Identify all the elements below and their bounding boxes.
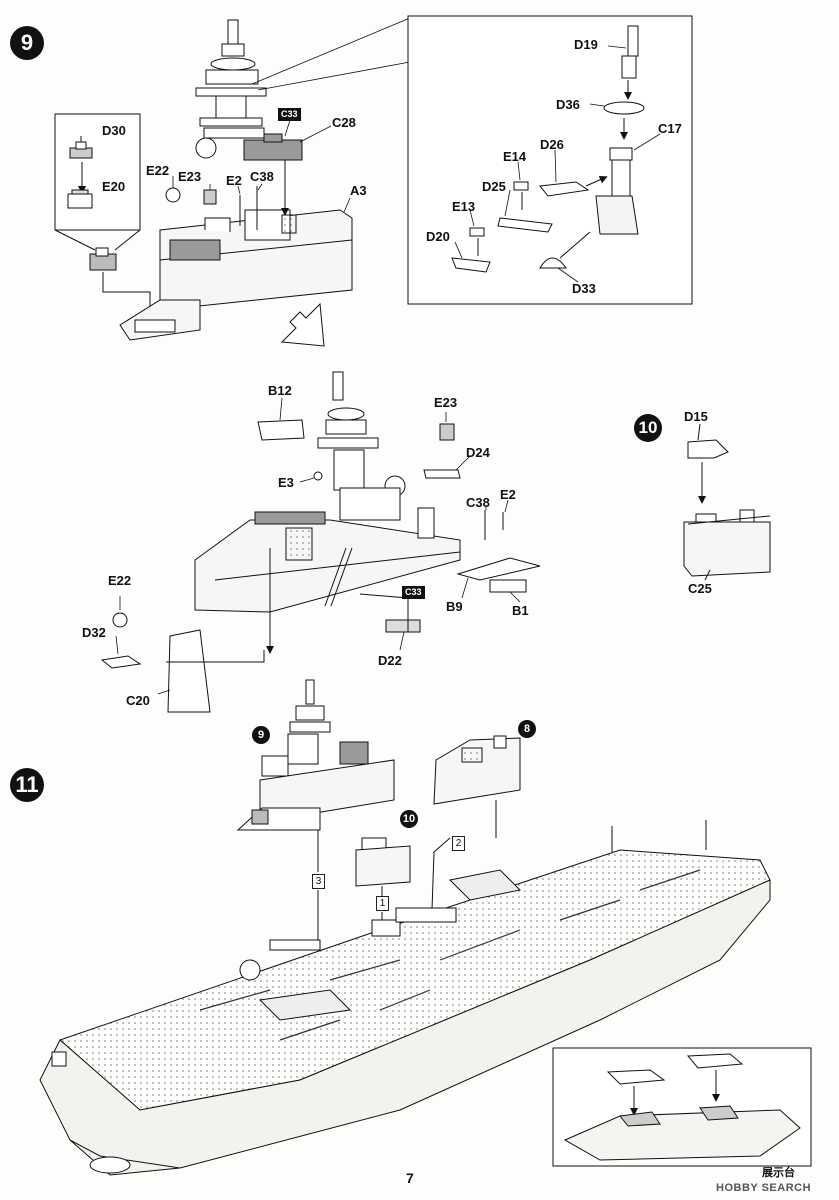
label-d32: D32	[82, 625, 106, 640]
label-d36: D36	[556, 97, 580, 112]
label-c28: C28	[332, 115, 356, 130]
step-11-marker: 11	[10, 768, 44, 802]
step11-substep-9: 9	[252, 726, 270, 744]
label-d20: D20	[426, 229, 450, 244]
part-e20	[67, 189, 93, 209]
step11-substep-10: 10	[400, 810, 418, 828]
label-e23: E23	[178, 169, 202, 184]
part-c28	[243, 133, 303, 216]
sequence-1: 1	[376, 896, 389, 911]
part-d30	[69, 136, 93, 159]
label-c25: C25	[688, 581, 712, 596]
label-e20: E20	[102, 179, 126, 194]
label-e22: E22	[146, 163, 170, 178]
step-10-marker: 10	[634, 414, 662, 442]
label-b1: B1	[512, 603, 529, 618]
step9-leaders	[172, 17, 411, 213]
label-d25: D25	[482, 179, 506, 194]
label-e3: E3	[278, 475, 294, 490]
label-c20: C20	[126, 693, 150, 708]
label-e2: E2	[226, 173, 242, 188]
step11-island-8	[431, 735, 521, 911]
carrier-hull	[39, 820, 771, 1176]
label-e14: E14	[503, 149, 527, 164]
label-d15: D15	[684, 409, 708, 424]
step9-left-inset	[54, 113, 151, 310]
step9-right-leaders	[454, 45, 661, 283]
sequence-3: 3	[312, 874, 325, 889]
label-d24: D24	[466, 445, 490, 460]
label-c33-clear: C33	[278, 108, 301, 121]
label-c17: C17	[658, 121, 682, 136]
label-d22: D22	[378, 653, 402, 668]
label-e13: E13	[452, 199, 476, 214]
label-d26: D26	[540, 137, 564, 152]
step9-sub-leaders	[115, 397, 521, 695]
step-9-marker: 9	[10, 26, 44, 60]
label-d19: D19	[574, 37, 598, 52]
step11-substep-8: 8	[518, 720, 536, 738]
flow-arrow	[280, 302, 325, 347]
sequence-2: 2	[452, 836, 465, 851]
display-stand-label: 展示台	[762, 1166, 795, 1179]
label-e2-sub: E2	[500, 487, 516, 502]
label-d30: D30	[102, 123, 126, 138]
label-c38-sub: C38	[466, 495, 490, 510]
step11-island-9	[236, 679, 395, 950]
label-d33: D33	[572, 281, 596, 296]
step10-assembly	[683, 423, 771, 581]
display-stand-inset	[552, 1047, 812, 1167]
label-a3: A3	[350, 183, 367, 198]
label-c33-clear-sub: C33	[402, 586, 425, 599]
step9-right-inset	[407, 15, 693, 305]
label-c38: C38	[250, 169, 274, 184]
page-number: 7	[406, 1170, 414, 1186]
label-b12: B12	[268, 383, 292, 398]
label-e23-sub: E23	[434, 395, 458, 410]
watermark: HOBBY SEARCH	[716, 1182, 812, 1194]
label-b9: B9	[446, 599, 463, 614]
step9-sub-assembly	[100, 371, 541, 713]
mount-assembled	[89, 247, 117, 271]
label-e22-sub: E22	[108, 573, 132, 588]
